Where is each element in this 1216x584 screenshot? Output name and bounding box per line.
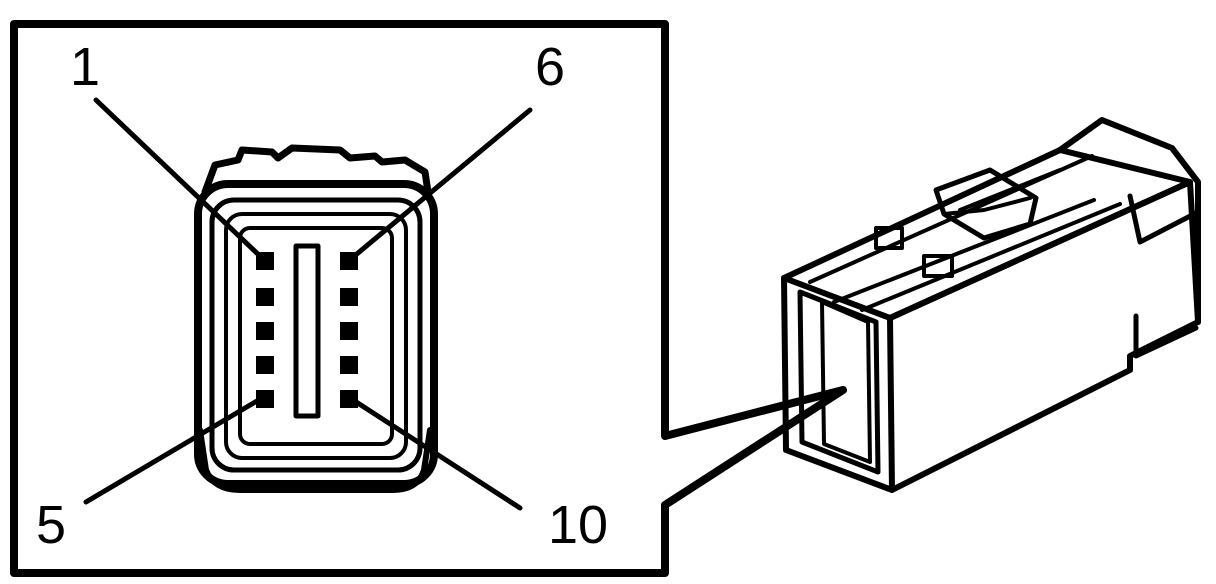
body-front-opening-inner xyxy=(820,300,872,464)
connector-body xyxy=(781,117,1201,493)
pin-label-1: 1 xyxy=(70,37,101,97)
pin-label-6: 6 xyxy=(535,37,566,97)
face-inner-outline-3 xyxy=(238,226,394,446)
body-rear-step xyxy=(1127,193,1201,245)
face-bottom-shroud xyxy=(197,427,433,493)
face-inner-outline-2 xyxy=(224,212,408,460)
face-center-key-bar xyxy=(293,243,321,419)
face-latch-tabs xyxy=(201,144,432,196)
pin-label-10: 10 xyxy=(548,495,609,555)
leader-line-pin-6 xyxy=(349,107,533,261)
pin-cavities-right xyxy=(340,252,358,408)
leader-line-pin-5 xyxy=(83,395,265,505)
pin-label-5: 5 xyxy=(36,495,67,555)
body-edge-line xyxy=(958,168,1062,212)
leader-line-pin-1 xyxy=(93,97,265,261)
body-rear-notch xyxy=(1133,313,1199,359)
body-rear-block xyxy=(1057,117,1201,325)
connector-face xyxy=(194,144,438,493)
leader-line-pin-10 xyxy=(347,395,523,511)
pin-cavities-left xyxy=(256,252,274,408)
pin-cavity-5 xyxy=(256,390,274,408)
body-front-opening xyxy=(797,289,881,475)
face-outer-housing xyxy=(194,180,438,488)
body-top-ridge-2 xyxy=(832,198,1096,304)
body-bump-1 xyxy=(874,226,904,250)
pin-cavity-2 xyxy=(256,288,274,306)
pin-cavity-9 xyxy=(340,356,358,374)
inset-callout-frame xyxy=(10,20,847,577)
body-latch-detail xyxy=(942,196,1032,216)
pin-cavity-3 xyxy=(256,322,274,340)
face-inner-outline-1 xyxy=(209,197,423,473)
body-top-face xyxy=(781,147,1193,321)
pin-cavity-4 xyxy=(256,356,274,374)
pin-cavity-8 xyxy=(340,322,358,340)
body-top-ridge-3 xyxy=(860,202,1122,312)
body-side-face xyxy=(887,179,1201,493)
pin-cavity-7 xyxy=(340,288,358,306)
body-bump-2 xyxy=(922,254,954,278)
